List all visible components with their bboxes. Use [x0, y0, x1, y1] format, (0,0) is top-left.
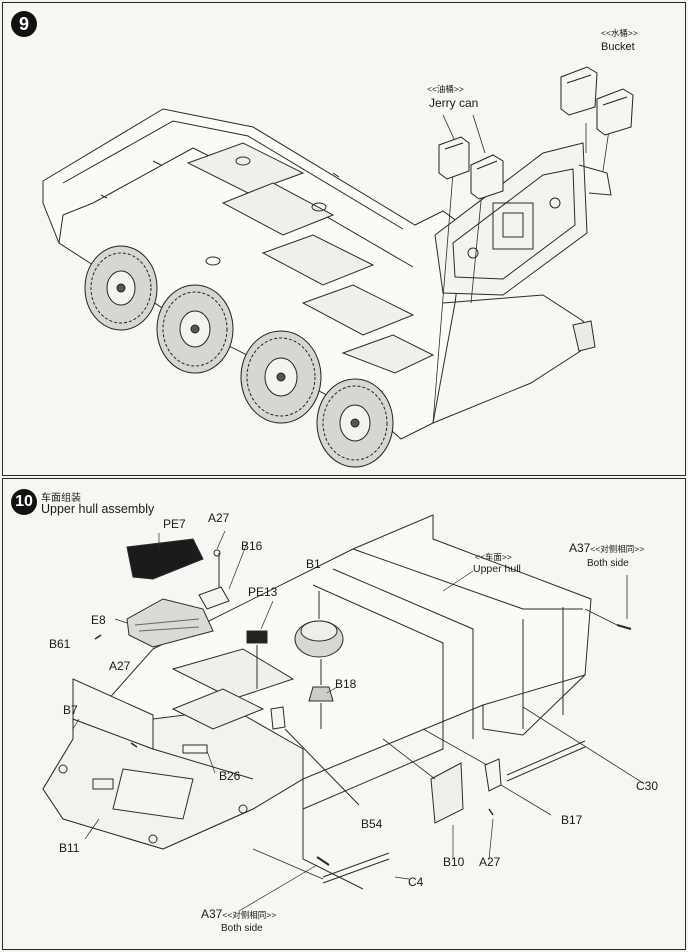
b17-part [485, 759, 501, 791]
step-9-drawing [3, 3, 687, 477]
part-label-b61: B61 [49, 637, 71, 651]
part-label-b54: B54 [361, 817, 383, 831]
b26-part [183, 745, 207, 753]
e8-part [127, 599, 213, 647]
a37-bottom-cn: <<对侧相同>> [222, 910, 277, 920]
pe7-part [127, 539, 203, 579]
part-label-a27-bottom: A27 [479, 855, 501, 869]
bucket-label: Bucket [601, 41, 635, 53]
part-label-b10: B10 [443, 855, 465, 869]
part-label-b17: B17 [561, 813, 583, 827]
step-10-title: Upper hull assembly [41, 502, 155, 516]
part-label-a27-top: A27 [208, 511, 230, 525]
step-9-panel: 9 [2, 2, 686, 476]
part-label-c4: C4 [408, 875, 424, 889]
c30-part [507, 741, 585, 781]
upper-hull-label-cn: <<车面>> [475, 552, 512, 562]
wheel-1 [85, 246, 157, 330]
jerry-can-2 [471, 155, 503, 199]
a37-top-part [617, 625, 631, 629]
part-label-pe7: PE7 [163, 517, 186, 531]
step-10-badge: 10 [11, 489, 37, 515]
part-label-a27-left: A27 [109, 659, 131, 673]
b7-panel [73, 679, 153, 749]
step-10-title-cn: 车面组装 [41, 493, 81, 504]
part-label-a37-top: A37<<对侧相同>> [569, 541, 645, 555]
part-label-c30: C30 [636, 779, 659, 793]
part-label-b7: B7 [63, 703, 78, 717]
wheel-3 [241, 331, 321, 423]
part-label-a37-bottom: A37<<对侧相同>> [201, 907, 277, 921]
part-label-b1: B1 [306, 557, 321, 571]
part-label-b16: B16 [241, 539, 263, 553]
a37-bottom-part [317, 857, 329, 865]
part-label-pe13: PE13 [248, 585, 278, 599]
pe13-part [247, 631, 267, 643]
upper-hull-label: Upper hull [473, 563, 521, 575]
wheel-2 [157, 285, 233, 373]
bucket-parts [561, 67, 633, 135]
jerry-can-1 [439, 137, 469, 179]
bucket-2 [597, 89, 633, 135]
b54-part [271, 707, 285, 729]
jerry-can-parts [439, 137, 503, 199]
a37-top-note: Both side [587, 558, 629, 569]
bucket-label-cn: <<水桶>> [601, 28, 638, 38]
part-label-b11: B11 [59, 841, 80, 855]
wheels [85, 246, 393, 467]
a37-top-cn: <<对侧相同>> [590, 544, 645, 554]
wheel-4 [317, 379, 393, 467]
bucket-1 [561, 67, 597, 115]
part-label-b26: B26 [219, 769, 241, 783]
jerry-can-label: Jerry can [429, 96, 479, 110]
b18-part [309, 687, 333, 701]
b16-part [199, 587, 229, 609]
part-label-b18: B18 [335, 677, 357, 691]
b10-part [431, 763, 463, 823]
part-label-e8: E8 [91, 613, 106, 627]
jerry-can-label-cn: <<油桶>> [427, 84, 464, 94]
step-9-badge: 9 [11, 11, 37, 37]
step-10-drawing [3, 479, 687, 951]
c4-part [323, 853, 389, 883]
a37-bottom-note: Both side [221, 923, 263, 934]
step-10-panel: 10 车面组装 Upper hull assembly [2, 478, 686, 950]
